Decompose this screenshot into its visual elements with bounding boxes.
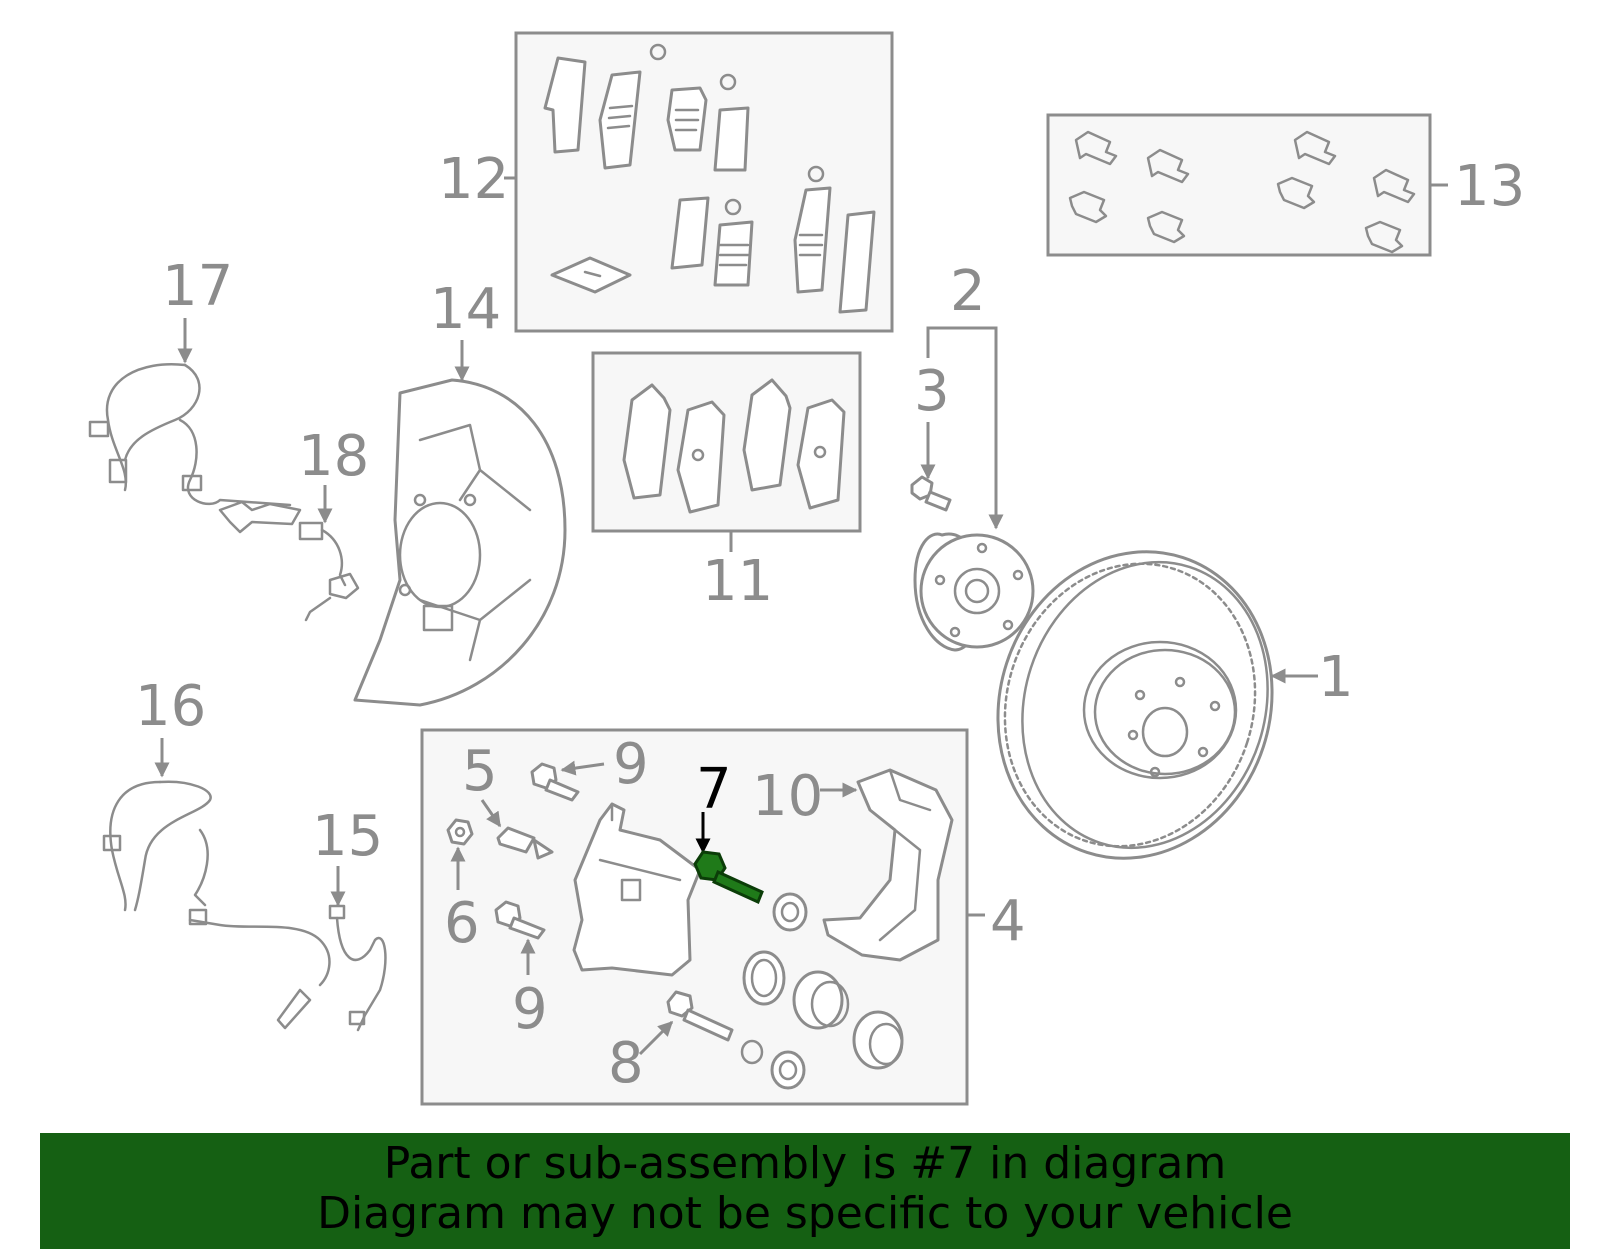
callout-7: 7: [696, 757, 732, 822]
hub-bearing-2[interactable]: [913, 532, 1035, 652]
pad-shim-set-12[interactable]: [543, 43, 876, 314]
bolt-9-lower[interactable]: [494, 900, 546, 940]
sensor-harness-16[interactable]: [102, 780, 331, 1030]
wheel-speed-sensor-18[interactable]: [298, 521, 360, 622]
callout-18: 18: [298, 424, 369, 489]
callout-6: 6: [444, 891, 480, 956]
callout-14: 14: [430, 277, 501, 342]
leader-2: [926, 326, 1004, 530]
guide-pin-7-highlighted[interactable]: [693, 850, 764, 905]
callout-10: 10: [752, 764, 823, 829]
callout-3: 3: [914, 359, 950, 424]
callout-1: 1: [1318, 645, 1354, 710]
box-part-13: [1046, 113, 1432, 257]
callout-13: 13: [1454, 154, 1525, 219]
guide-pin-8[interactable]: [666, 990, 734, 1042]
piston-seal-set[interactable]: [742, 950, 904, 1070]
banner-line-1: Part or sub-assembly is #7 in diagram: [383, 1138, 1227, 1189]
callout-2: 2: [950, 259, 986, 324]
callout-5: 5: [462, 739, 498, 804]
bleeder-screw-5[interactable]: [496, 826, 554, 860]
bolt-9-upper[interactable]: [530, 762, 580, 802]
hub-bolt-3[interactable]: [910, 475, 952, 512]
cap-6[interactable]: [446, 818, 474, 846]
clip-set-13[interactable]: [1068, 130, 1416, 254]
boot-bushing-upper[interactable]: [772, 892, 808, 932]
dust-shield-14[interactable]: [353, 378, 567, 707]
caliper-bracket-10[interactable]: [822, 768, 954, 962]
brake-pads-11[interactable]: [622, 378, 846, 514]
callout-12: 12: [438, 147, 509, 212]
sensor-harness-17[interactable]: [88, 363, 302, 534]
boot-bushing-lower[interactable]: [740, 1039, 806, 1090]
callout-9-upper: 9: [613, 732, 649, 797]
leader-8: [638, 1020, 674, 1056]
callout-8: 8: [608, 1031, 644, 1096]
brake-rotor-1[interactable]: [959, 516, 1312, 894]
info-banner: Part or sub-assembly is #7 in diagram Di…: [40, 1133, 1570, 1249]
callout-11: 11: [702, 549, 773, 614]
leader-9a: [560, 760, 605, 776]
callout-9-lower: 9: [512, 977, 548, 1042]
leader-5: [480, 799, 502, 828]
callout-4: 4: [990, 889, 1026, 954]
brake-hose-15[interactable]: [328, 904, 387, 1032]
callout-17: 17: [162, 254, 233, 319]
caliper-body[interactable]: [572, 802, 702, 977]
callout-15: 15: [312, 804, 383, 869]
callout-16: 16: [135, 674, 206, 739]
banner-line-2: Diagram may not be specific to your vehi…: [317, 1188, 1293, 1239]
